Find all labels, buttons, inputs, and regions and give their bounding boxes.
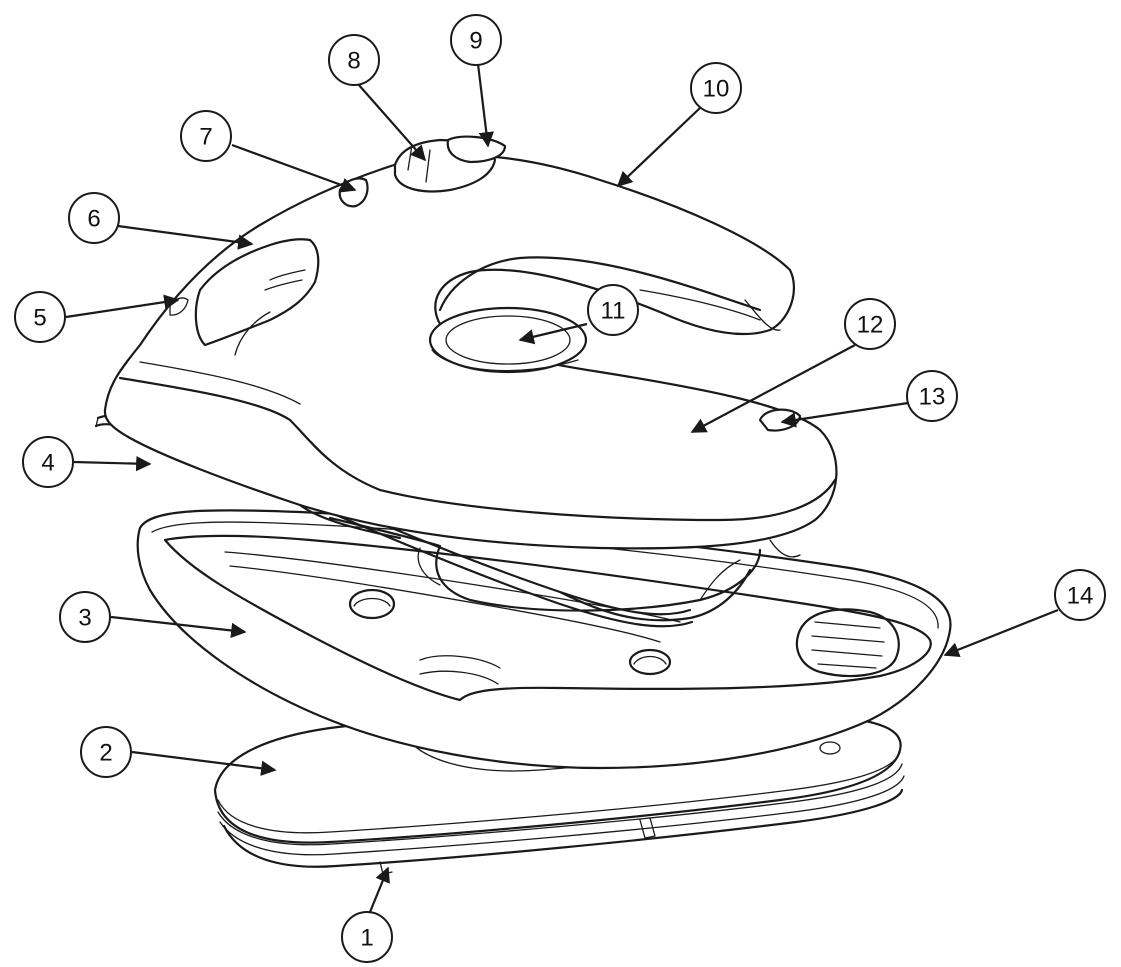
- callout-6-label: 6: [87, 206, 100, 233]
- callout-9-label: 9: [469, 28, 482, 55]
- callout-7: 7: [180, 110, 232, 162]
- callout-10: 10: [690, 62, 742, 114]
- leader-4: [73, 455, 152, 472]
- callout-3: 3: [59, 591, 111, 643]
- leader-10: [616, 107, 701, 188]
- callout-12-label: 12: [857, 312, 884, 339]
- leader-7: [231, 143, 357, 193]
- callout-8-label: 8: [347, 48, 360, 75]
- callout-13-label: 13: [919, 384, 946, 411]
- callout-1: 1: [341, 911, 393, 963]
- leader-11: [518, 322, 588, 345]
- callout-14-label: 14: [1067, 583, 1094, 610]
- leader-5: [65, 294, 180, 319]
- leader-2: [131, 750, 277, 776]
- callout-2: 2: [80, 726, 132, 778]
- leader-lines: [65, 63, 1059, 913]
- callout-5-label: 5: [33, 305, 46, 332]
- leader-6: [117, 224, 254, 250]
- callout-8: 8: [328, 34, 380, 86]
- leader-14: [943, 608, 1059, 658]
- leader-12: [690, 344, 856, 433]
- callout-2-label: 2: [99, 740, 112, 767]
- leader-13: [780, 401, 909, 428]
- callout-5: 5: [14, 291, 66, 343]
- callout-4-label: 4: [41, 450, 54, 477]
- cradle-tray: [136, 509, 952, 770]
- callout-7-label: 7: [199, 124, 212, 151]
- callout-3-label: 3: [78, 605, 91, 632]
- callout-14: 14: [1054, 569, 1106, 621]
- leader-1: [368, 866, 390, 913]
- leader-3: [110, 615, 247, 639]
- leader-9: [476, 63, 494, 148]
- callout-11-label: 11: [601, 298, 626, 325]
- callout-1-label: 1: [360, 925, 373, 952]
- callout-12: 12: [844, 298, 896, 350]
- leader-8: [357, 83, 427, 162]
- callout-13: 13: [906, 370, 958, 422]
- callout-4: 4: [22, 436, 74, 488]
- callout-6: 6: [68, 192, 120, 244]
- callout-10-label: 10: [703, 76, 730, 103]
- callout-11: 11: [587, 284, 639, 336]
- callouts: 1 2 3 4 5 6 7 8 9 10 11 12 13 14: [14, 14, 1106, 963]
- iron-body: [103, 135, 838, 612]
- callout-9: 9: [450, 14, 502, 66]
